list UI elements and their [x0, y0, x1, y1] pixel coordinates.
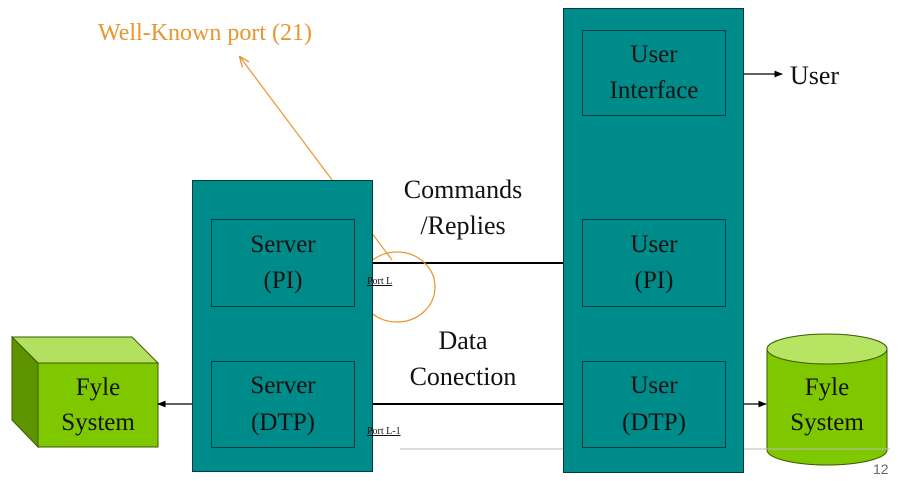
commands-line1: Commands: [403, 175, 523, 204]
server-dtp-line2: (DTP): [251, 408, 315, 436]
user-label: User: [790, 61, 840, 90]
port-l1-label: Port L-1: [367, 426, 401, 437]
fs-left-line1: Fyle: [75, 374, 121, 401]
well-known-port-label: Well-Known port (21): [98, 20, 313, 46]
page-number: 12: [873, 461, 889, 477]
fs-right-line1: Fyle: [804, 374, 850, 401]
user-interface-line2: Interface: [609, 77, 699, 104]
server-pi-line1: Server: [250, 230, 316, 258]
user-interface-line1: User: [630, 40, 678, 68]
user-dtp-line2: (DTP): [622, 408, 686, 436]
fs-left-line2: System: [61, 409, 135, 436]
file-system-cylinder-right: [766, 333, 888, 466]
user-dtp-line1: User: [630, 372, 678, 400]
fs-right-line2: System: [790, 409, 864, 436]
data-line1: Data: [438, 326, 488, 355]
port-l-label: Port L: [367, 276, 393, 287]
user-pi-line2: (PI): [634, 267, 674, 294]
server-pi-line2: (PI): [263, 267, 303, 294]
server-dtp-box: Server (DTP): [211, 361, 355, 448]
commands-line2: /Replies: [420, 211, 506, 241]
user-dtp-box: User (DTP): [582, 361, 726, 448]
commands-replies-label: Commands/Replies: [374, 172, 552, 245]
server-pi-box: Server (PI): [211, 219, 355, 307]
user-pi-line1: User: [630, 230, 678, 258]
server-dtp-line1: Server: [250, 372, 316, 400]
data-line2: Conection: [409, 362, 517, 392]
file-system-cube-left: [10, 335, 160, 449]
user-pi-box: User (PI): [582, 219, 726, 307]
